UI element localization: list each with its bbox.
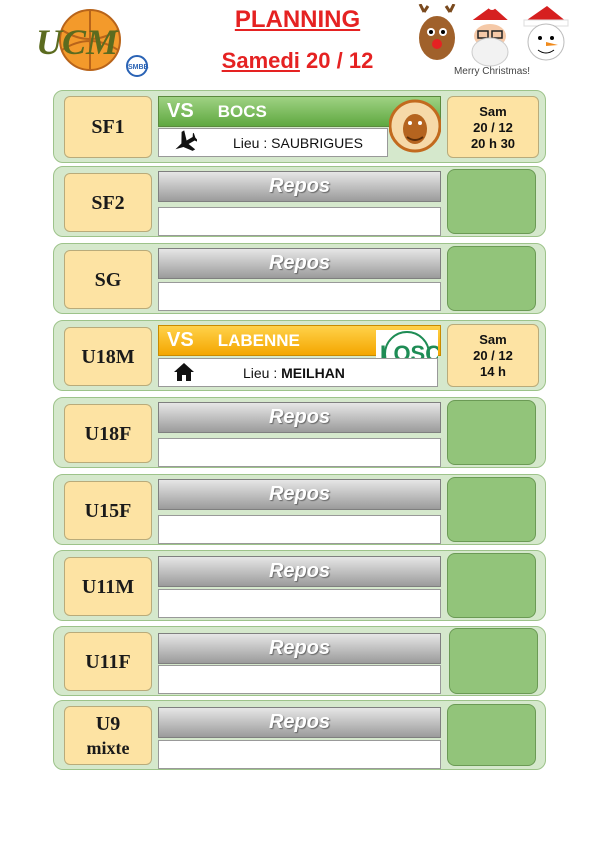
schedule-row-u11f: U11F Repos [53,626,546,696]
schedule-row-sf2: SF2 Repos [53,166,546,237]
date-time: 20 h 30 [470,136,516,151]
schedule-row-u11m: U11M Repos [53,550,546,621]
rest-label: Repos [268,711,331,733]
title-day: Samedi [221,48,300,73]
date-day: Sam [479,332,507,347]
team-label-line2: mixte [86,737,130,758]
location-bar: Lieu : MEILHAN [158,358,438,387]
team-label-line1: U9 [95,712,121,735]
team-label: U15F [64,481,152,540]
opponent-logo [388,95,442,157]
christmas-caption: Merry Christmas! [453,66,531,77]
rest-label: Repos [268,175,331,197]
result-box [447,246,536,311]
team-label: U18F [64,404,152,463]
rest-label: Repos [268,252,331,274]
location-bar [158,515,441,544]
schedule-row-sg: SG Repos [53,243,546,314]
team-label: SF2 [64,173,152,232]
location-bar: Lieu : SAUBRIGUES [158,128,388,157]
logo-sub-text: SMBB [128,64,149,71]
location-bar [158,665,441,694]
rest-label: Repos [268,483,331,505]
page-title: PLANNING [234,6,361,33]
date-time: 14 h [479,364,506,379]
title-date: 20 / 12 [306,48,374,73]
location-bar [158,740,441,769]
location-bar [158,282,441,311]
team-label: U9 mixte [64,706,152,765]
location-text: Lieu : SAUBRIGUES [233,135,363,151]
match-date-box: Sam 20 / 12 14 h [447,324,539,387]
airplane-icon [171,130,199,159]
rest-header: Repos [158,556,441,587]
location-bar [158,207,441,236]
team-label: SG [64,250,152,309]
result-box [447,169,536,234]
santa-icon [470,2,510,67]
logo-text: UCM [36,22,120,62]
team-label: U18M [64,327,152,386]
snowman-icon [523,6,569,61]
match-date-box: Sam 20 / 12 20 h 30 [447,96,539,158]
date-date: 20 / 12 [473,348,513,363]
rest-header: Repos [158,707,441,738]
house-icon [173,362,195,387]
location-bar [158,438,441,467]
location-name: SAUBRIGUES [271,135,363,151]
schedule-row-u18m: U18M VS LABENNE LOSC Lieu : MEILHAN Sam … [53,320,546,391]
club-logo: UCM SMBB [30,8,155,78]
location-prefix: Lieu : [233,135,272,151]
team-label: SF1 [64,96,152,158]
date-day: Sam [479,104,507,119]
rest-header: Repos [158,248,441,279]
team-label: U11F [64,632,152,691]
rest-label: Repos [268,406,331,428]
result-box [449,628,538,694]
opponent-name: LABENNE [217,330,300,350]
christmas-illustration [412,2,572,84]
rest-header: Repos [158,171,441,202]
schedule-row-u15f: U15F Repos [53,474,546,545]
page-subtitle: Samedi 20 / 12 [0,48,595,74]
location-prefix: Lieu : [243,365,282,381]
schedule-row-sf1: SF1 VS BOCS Lieu : SAUBRIGUES Sam 20 / 1… [53,90,546,163]
rest-header: Repos [158,633,441,664]
result-box [447,477,536,542]
schedule-row-u9-mixte: U9 mixte Repos [53,700,546,770]
rest-label: Repos [268,637,331,659]
vs-label: VS [167,329,194,351]
team-label: U11M [64,557,152,616]
result-box [447,704,536,766]
location-bar [158,589,441,618]
rest-label: Repos [268,560,331,582]
date-date: 20 / 12 [473,120,513,135]
rest-header: Repos [158,402,441,433]
schedule-row-u18f: U18F Repos [53,397,546,468]
location-name: MEILHAN [281,365,345,381]
result-box [447,400,536,465]
reindeer-icon [418,3,456,60]
location-text: Lieu : MEILHAN [243,365,345,381]
vs-label: VS [167,100,194,122]
result-box [447,553,536,618]
opponent-name: BOCS [217,101,267,121]
rest-header: Repos [158,479,441,510]
